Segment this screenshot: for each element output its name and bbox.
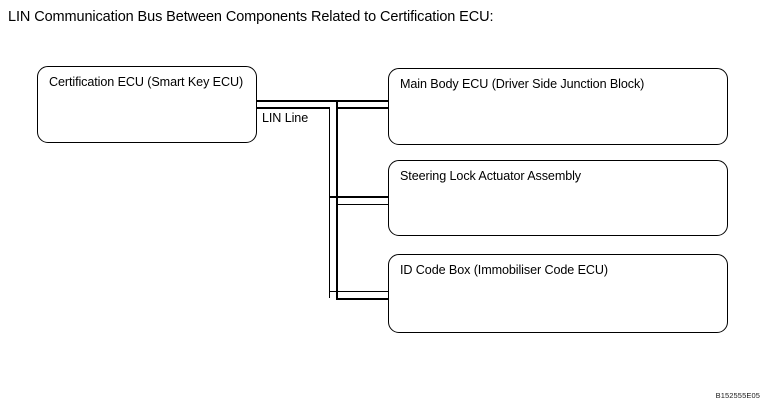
bus-branch-id-code-bottom xyxy=(336,298,390,300)
page-title: LIN Communication Bus Between Components… xyxy=(8,9,494,25)
node-steering-lock-actuator-label: Steering Lock Actuator Assembly xyxy=(400,169,582,183)
bus-branch-main-body-top xyxy=(336,100,390,102)
node-main-body-ecu-label: Main Body ECU (Driver Side Junction Bloc… xyxy=(400,77,645,91)
bus-riser-right xyxy=(336,100,338,298)
bus-branch-main-body-bottom xyxy=(336,107,390,109)
bus-branch-steering-lock-bottom xyxy=(336,203,390,205)
bus-label-lin-line: LIN Line xyxy=(262,111,309,125)
figure-reference-code: B152555E05 xyxy=(715,391,760,400)
node-steering-lock-actuator: Steering Lock Actuator Assembly xyxy=(388,160,728,236)
bus-branch-id-code-top xyxy=(328,290,390,292)
bus-riser-left xyxy=(328,107,330,298)
node-main-body-ecu: Main Body ECU (Driver Side Junction Bloc… xyxy=(388,68,728,145)
bus-segment-trunk-bottom xyxy=(255,107,329,109)
bus-segment-trunk-top xyxy=(255,100,336,102)
node-id-code-box: ID Code Box (Immobiliser Code ECU) xyxy=(388,254,728,333)
node-certification-ecu: Certification ECU (Smart Key ECU) xyxy=(37,66,257,143)
bus-branch-steering-lock-top xyxy=(328,196,390,198)
node-id-code-box-label: ID Code Box (Immobiliser Code ECU) xyxy=(400,263,608,277)
node-certification-ecu-label: Certification ECU (Smart Key ECU) xyxy=(49,75,244,89)
